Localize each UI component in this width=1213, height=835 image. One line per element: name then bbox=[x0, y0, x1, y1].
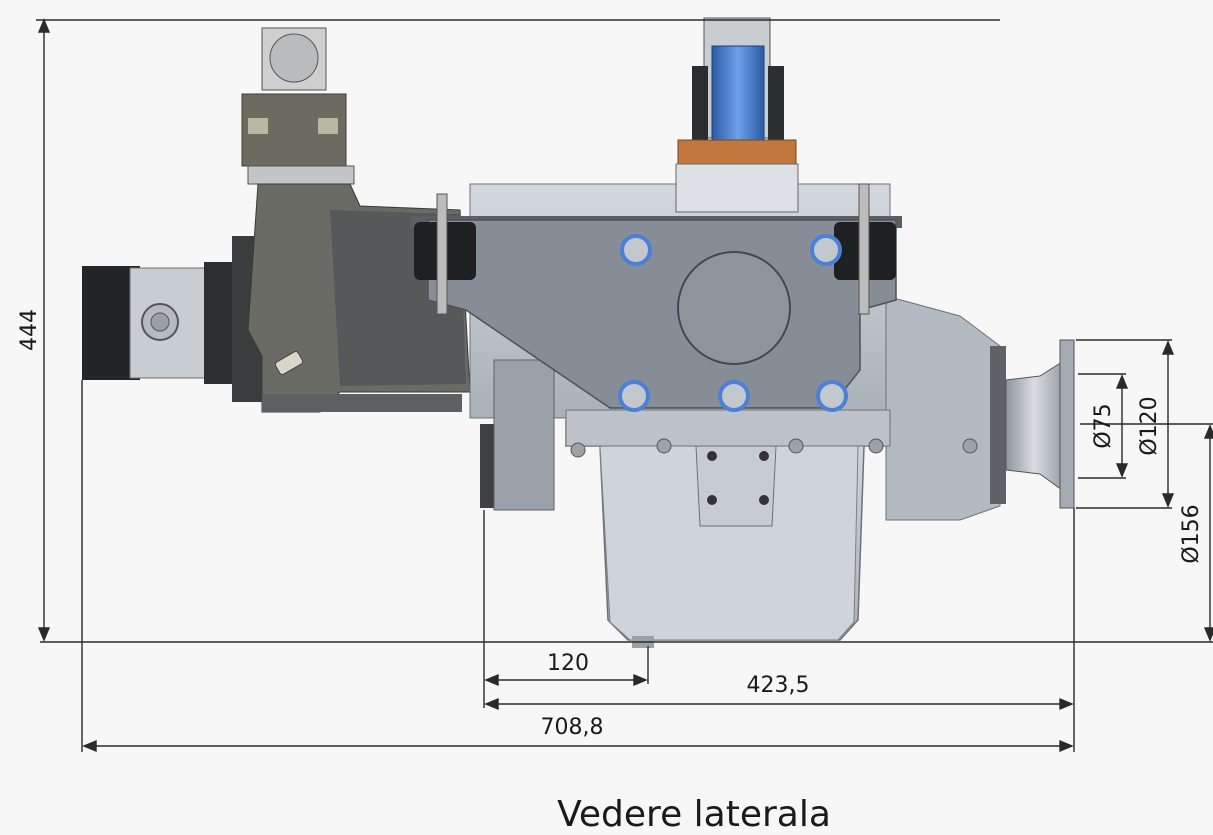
output-flange bbox=[990, 339, 1075, 509]
bracket-center-hole bbox=[677, 251, 791, 365]
cover-bolt bbox=[759, 495, 769, 505]
gear-case-rim bbox=[565, 409, 891, 447]
rim-bolt bbox=[962, 438, 978, 454]
pump-port-inner bbox=[150, 312, 170, 332]
grease-nipple bbox=[274, 351, 304, 375]
motor-clamp-bolt-l bbox=[248, 118, 268, 134]
bolt-icon bbox=[816, 380, 848, 412]
dim-diameter-120: Ø120 bbox=[1137, 396, 1162, 455]
shaft-copper-ring bbox=[677, 139, 797, 165]
rim-bolt bbox=[868, 438, 884, 454]
dim-length-708-8: 708,8 bbox=[541, 715, 604, 740]
housing-left-flange bbox=[480, 424, 494, 508]
shaft-sleeve-r bbox=[768, 66, 784, 146]
mounting-bracket bbox=[410, 183, 902, 412]
dim-length-120: 120 bbox=[547, 651, 589, 676]
dimension-lines bbox=[36, 18, 1213, 753]
motor-clamp-bolt-r bbox=[318, 118, 338, 134]
dim-diameter-75: Ø75 bbox=[1091, 403, 1116, 448]
cover-bolt bbox=[707, 495, 717, 505]
rim-bolt bbox=[570, 442, 586, 458]
bracket-bolts bbox=[618, 234, 848, 412]
bolt-icon bbox=[718, 380, 750, 412]
dim-diameter-156: Ø156 bbox=[1179, 504, 1204, 563]
mount-stud-left bbox=[436, 193, 448, 315]
rim-bolt bbox=[656, 438, 672, 454]
dim-height-444: 444 bbox=[17, 309, 42, 351]
bolt-icon bbox=[618, 380, 650, 412]
cover-plate bbox=[695, 445, 777, 527]
housing-left-block bbox=[493, 359, 555, 511]
motor-collar bbox=[247, 165, 355, 185]
motor-top-circle bbox=[269, 33, 319, 83]
shaft-sleeve-l bbox=[692, 66, 708, 146]
bolt-icon bbox=[620, 234, 652, 266]
housing-right-taper bbox=[885, 295, 1001, 521]
view-caption: Vedere laterala bbox=[557, 794, 831, 835]
shaft-blue bbox=[711, 45, 765, 147]
motor-base bbox=[262, 394, 462, 412]
bolt-icon bbox=[810, 234, 842, 266]
cover-bolt bbox=[707, 451, 717, 461]
shaft-base bbox=[675, 163, 799, 213]
vertical-shaft bbox=[675, 17, 799, 213]
flange-disc bbox=[1059, 339, 1075, 509]
flange-bearing bbox=[990, 346, 1006, 504]
mount-stud-right bbox=[858, 183, 870, 315]
rim-bolt bbox=[788, 438, 804, 454]
cover-bolt bbox=[759, 451, 769, 461]
dim-length-423-5: 423,5 bbox=[747, 673, 810, 698]
hydraulic-pump bbox=[82, 236, 262, 402]
flange-bell bbox=[1005, 361, 1063, 491]
